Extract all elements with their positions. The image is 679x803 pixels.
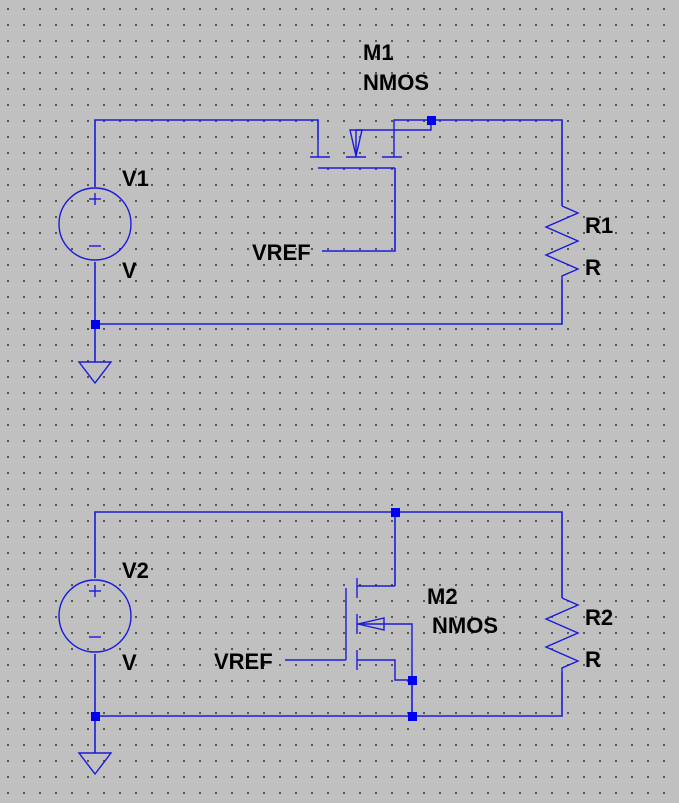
circuit-2: V2 V M2 NMOS VREF R2 R xyxy=(58,508,613,776)
transistor-m1-model: NMOS xyxy=(363,70,429,95)
ground-symbol-2 xyxy=(77,752,113,776)
resistor-r1-value: R xyxy=(585,255,601,280)
nmos-transistor-m1[interactable] xyxy=(310,119,432,169)
gate-net-label-1: VREF xyxy=(252,240,311,265)
voltage-source-v1[interactable] xyxy=(58,187,132,261)
source-v2-value: V xyxy=(122,650,137,675)
junction-node xyxy=(408,712,417,721)
junction-node xyxy=(91,712,100,721)
resistor-r1-name: R1 xyxy=(585,213,613,238)
circuit-1: M1 NMOS V1 V VREF R1 R xyxy=(58,40,613,385)
resistor-r2-name: R2 xyxy=(585,605,613,630)
junction-node xyxy=(91,320,100,329)
source-v1-value: V xyxy=(122,258,137,283)
junction-node xyxy=(427,116,436,125)
transistor-m2-name: M2 xyxy=(427,584,458,609)
junction-node xyxy=(408,676,417,685)
circuit-2-wires xyxy=(94,511,563,753)
ground-symbol-1 xyxy=(77,361,113,385)
resistor-r1[interactable] xyxy=(544,205,580,280)
voltage-source-v2[interactable] xyxy=(58,579,132,653)
junction-node xyxy=(391,508,400,517)
transistor-m1-name: M1 xyxy=(363,40,394,65)
transistor-m2-model: NMOS xyxy=(432,613,498,638)
gate-net-label-2: VREF xyxy=(214,649,273,674)
resistor-r2-value: R xyxy=(585,647,601,672)
resistor-r2[interactable] xyxy=(544,597,580,672)
source-v1-name: V1 xyxy=(122,166,149,191)
source-v2-name: V2 xyxy=(122,558,149,583)
nmos-transistor-m2[interactable] xyxy=(345,578,413,681)
circuit-1-wires xyxy=(94,119,563,362)
